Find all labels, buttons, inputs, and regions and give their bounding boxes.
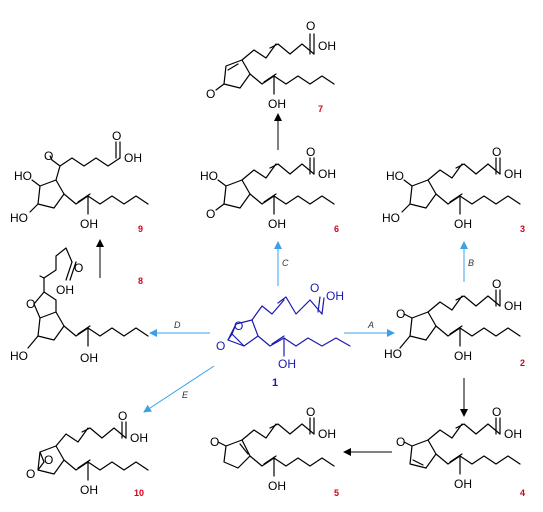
- side-oh: OH: [268, 479, 286, 493]
- acid-o: O: [118, 409, 127, 423]
- acid-oh: OH: [318, 167, 336, 181]
- ring-ho: HO: [200, 169, 218, 183]
- acid-o: O: [492, 145, 501, 159]
- compound-number: 2: [520, 358, 525, 368]
- compound-number: 10: [134, 488, 144, 498]
- ring-oxygen-b: O: [216, 339, 225, 353]
- compound-4: O OH O OH 4: [396, 405, 525, 498]
- side-oh: OH: [454, 349, 472, 363]
- compound-number: 6: [334, 224, 339, 234]
- compound-2: O OH O OH HO 2: [384, 277, 525, 368]
- compound-5: O OH O OH 5: [210, 405, 339, 498]
- compound-number: 1: [272, 377, 278, 389]
- acid-o: O: [492, 277, 501, 291]
- acid-o: O: [306, 405, 315, 419]
- side-oh: OH: [454, 477, 472, 491]
- acid-oh: OH: [504, 167, 522, 181]
- bridge-o-a: O: [44, 453, 53, 467]
- ring-ho-top: HO: [386, 169, 404, 183]
- acid-oh: OH: [318, 427, 336, 441]
- acid-o: O: [492, 405, 501, 419]
- acid-o: O: [74, 261, 83, 275]
- keto-o: O: [210, 435, 219, 449]
- compound-number: 3: [520, 224, 525, 234]
- acid-oh: OH: [504, 427, 522, 441]
- ring-ho-top: HO: [14, 169, 32, 183]
- acid-oh: OH: [124, 151, 142, 165]
- side-oh: OH: [80, 217, 98, 231]
- compound-number: 7: [318, 104, 323, 114]
- compound-6: HO O OH O OH 6: [200, 145, 339, 234]
- acid-oh: OH: [130, 431, 148, 445]
- compound-8: O O OH OH HO 8: [10, 247, 149, 365]
- arrow-route-e: [143, 365, 215, 413]
- compound-number: 5: [334, 488, 339, 498]
- keto-o: O: [396, 307, 405, 321]
- side-oh: OH: [80, 483, 98, 497]
- compound-number: 8: [138, 276, 143, 286]
- acid-oh: OH: [504, 299, 522, 313]
- side-oh: OH: [268, 97, 286, 111]
- route-label-a: A: [367, 320, 374, 330]
- compound-9: O OH O HO HO OH 9: [10, 129, 149, 234]
- compound-3: HO HO OH O OH 3: [382, 145, 525, 234]
- acid-o: O: [306, 145, 315, 159]
- route-label-c: C: [282, 258, 289, 268]
- ring-ho: HO: [10, 349, 28, 363]
- acid-o: O: [306, 19, 315, 33]
- ring-ho-bottom: HO: [10, 211, 28, 225]
- ring-ho: HO: [384, 347, 402, 361]
- acid-oh: OH: [318, 39, 336, 53]
- bridge-o-b: O: [26, 467, 35, 481]
- acid-oh: OH: [326, 289, 344, 303]
- compound-7: O OH O OH 7: [206, 19, 336, 114]
- ring-ho-bottom: HO: [382, 211, 400, 225]
- route-label-b: B: [468, 258, 474, 268]
- side-oh: OH: [278, 357, 296, 371]
- compound-1: O O OH O OH 1: [216, 281, 351, 389]
- compound-number: 9: [138, 224, 143, 234]
- side-oh: OH: [268, 217, 286, 231]
- ring-o: O: [26, 297, 35, 311]
- compound-10: O O OH O OH 10: [26, 409, 149, 498]
- keto-o: O: [396, 435, 405, 449]
- acid-oh: OH: [56, 283, 74, 297]
- ring-oxygen-a: O: [234, 319, 243, 333]
- keto-o: O: [206, 207, 215, 221]
- acid-o: O: [112, 129, 121, 143]
- keto-o: O: [206, 87, 215, 101]
- compound-number: 4: [520, 488, 525, 498]
- side-oh: OH: [454, 217, 472, 231]
- acid-o: O: [310, 281, 319, 295]
- keto-o: O: [44, 149, 53, 163]
- route-label-e: E: [182, 390, 189, 400]
- side-oh: OH: [80, 351, 98, 365]
- route-label-d: D: [174, 320, 181, 330]
